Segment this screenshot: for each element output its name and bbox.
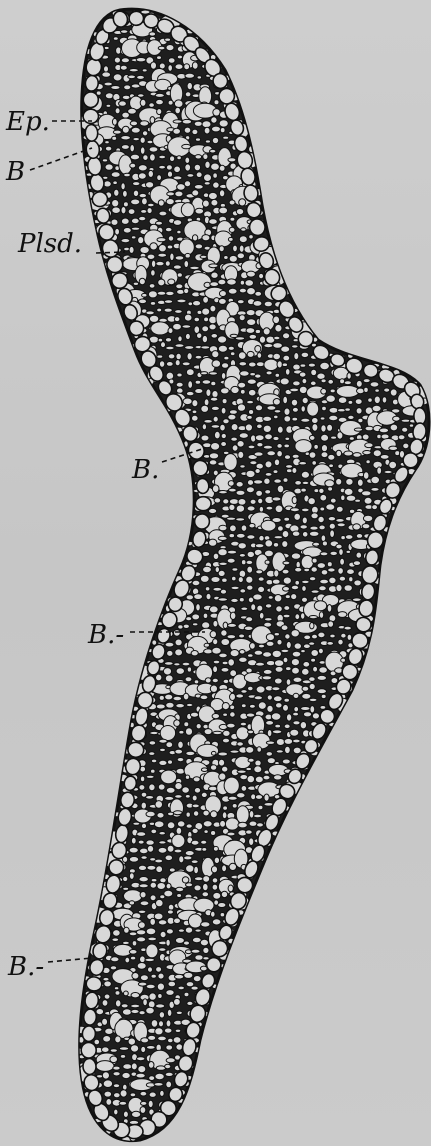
label-bundle-top: B <box>5 148 92 187</box>
label-ep-text: Ep. <box>5 107 50 137</box>
label-b-mid-text: B. <box>131 455 159 485</box>
label-plsd-text: Plsd. <box>17 229 82 259</box>
label-b-lower-text: B.- <box>87 620 124 650</box>
label-b-bottom-leader <box>48 958 92 962</box>
label-bundle-bottom: B.- <box>7 952 92 982</box>
label-b-top-text: B <box>5 157 25 187</box>
label-b-bottom-text: B.- <box>7 952 44 982</box>
label-b-top-leader <box>30 148 92 170</box>
label-epidermis: Ep. <box>5 107 92 137</box>
